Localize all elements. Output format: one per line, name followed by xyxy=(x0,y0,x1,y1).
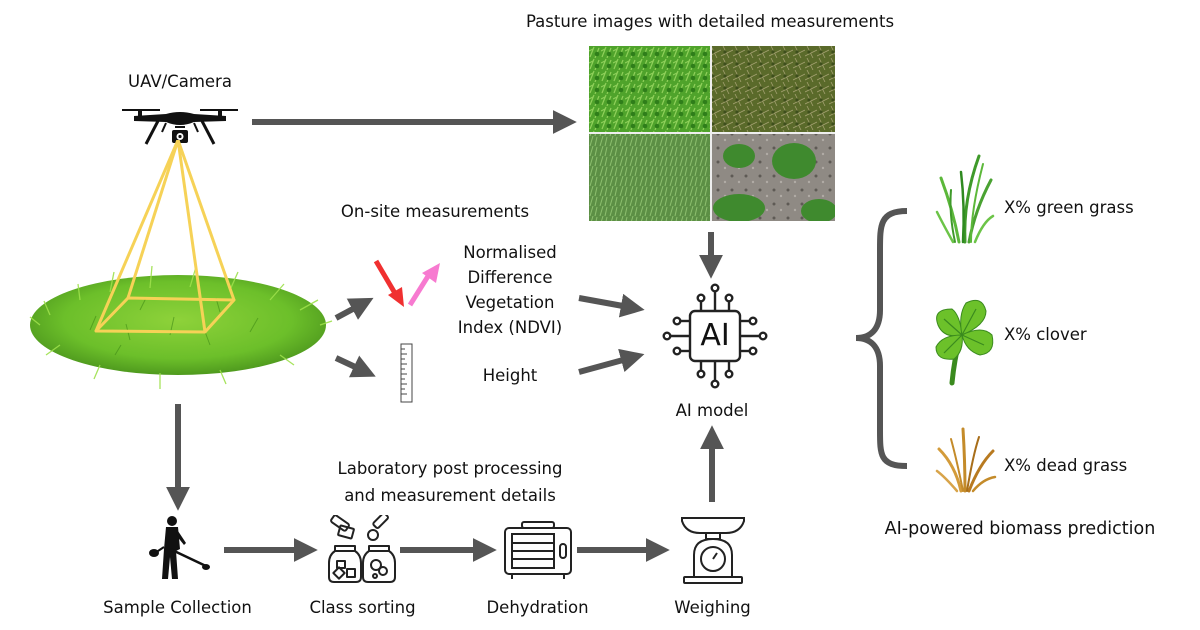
scale-icon xyxy=(681,517,745,584)
output-green-grass-label: X% green grass xyxy=(1004,198,1134,217)
arrow-plot-to-ndvi xyxy=(334,297,374,321)
light-reflection-icon xyxy=(373,259,440,307)
output-clover-label: X% clover xyxy=(1004,325,1087,344)
dehydration-label: Dehydration xyxy=(486,598,589,617)
clover-icon xyxy=(935,299,994,386)
weighing-label: Weighing xyxy=(674,598,751,617)
grass-patch-icon xyxy=(29,140,333,389)
person-trimmer-icon xyxy=(149,516,210,579)
arrow-ndvi-to-ai xyxy=(578,293,645,318)
uav-label: UAV/Camera xyxy=(128,72,232,91)
ruler-icon xyxy=(400,343,413,403)
onsite-label: On-site measurements xyxy=(340,202,530,221)
lab-label: Laboratory post processing and measureme… xyxy=(300,455,600,509)
ndvi-line-4: Index (NDVI) xyxy=(457,318,563,337)
ndvi-label: Normalised Difference Vegetation Index (… xyxy=(445,240,575,340)
arrow-plot-to-height xyxy=(334,355,376,378)
lab-line-1: Laboratory post processing xyxy=(337,459,563,478)
ai-chip-icon xyxy=(662,283,768,389)
ndvi-line-3: Vegetation xyxy=(465,293,555,312)
pasture-photo-grid xyxy=(589,46,837,223)
height-label: Height xyxy=(482,366,538,385)
lab-line-2: and measurement details xyxy=(344,486,556,505)
ndvi-line-1: Normalised xyxy=(463,243,557,262)
pasture-images-label: Pasture images with detailed measurement… xyxy=(525,12,895,31)
dead-grass-icon xyxy=(935,427,997,493)
green-grass-icon xyxy=(935,154,995,244)
sorting-jars-icon xyxy=(328,515,396,583)
biomass-prediction-caption: AI-powered biomass prediction xyxy=(884,519,1156,539)
drone-icon xyxy=(122,109,238,145)
sample-collection-label: Sample Collection xyxy=(103,598,252,617)
output-dead-grass-label: X% dead grass xyxy=(1004,456,1128,475)
arrow-height-to-ai xyxy=(578,348,645,375)
ai-chip-text: AI xyxy=(700,318,730,353)
ndvi-line-2: Difference xyxy=(467,268,553,287)
ai-model-label: AI model xyxy=(675,401,749,420)
oven-icon xyxy=(504,521,572,579)
output-brace xyxy=(855,208,908,469)
class-sorting-label: Class sorting xyxy=(309,598,416,617)
